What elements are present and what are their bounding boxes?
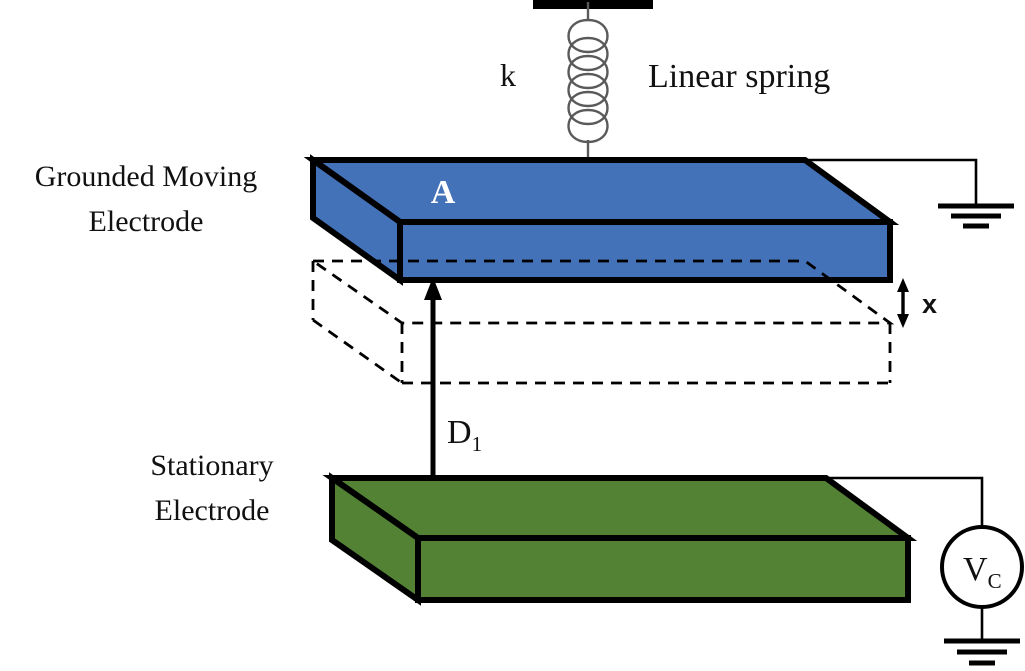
- stationary-electrode-top-face: [322, 475, 918, 541]
- ground-symbol-bottom: [944, 638, 1020, 666]
- stationary-electrode-label-line1: Stationary: [150, 449, 273, 482]
- stationary-electrode-source-wire: [826, 476, 984, 527]
- moving-electrode-label-line2: Electrode: [89, 205, 204, 238]
- voltage-source-label: VC: [963, 551, 1002, 593]
- moving-electrode-top-face: [303, 157, 900, 225]
- gap-subscript: 1: [472, 432, 483, 456]
- gap-symbol: D: [447, 414, 472, 451]
- spring-name-label: Linear spring: [648, 58, 830, 95]
- voltage-subscript: C: [988, 569, 1002, 593]
- moving-electrode-ground-wire: [805, 158, 978, 206]
- dashed-undeflected-outline: [308, 259, 895, 385]
- displacement-label: x: [922, 289, 937, 319]
- moving-electrode-front-face: [397, 219, 893, 283]
- ground-symbol-top: [938, 203, 1014, 229]
- fixed-support-bar: [533, 0, 653, 9]
- stationary-electrode-front-face: [415, 535, 911, 603]
- voltage-symbol: V: [963, 551, 988, 588]
- gap-label: D1: [447, 414, 482, 456]
- circle-voltage-source: VC: [940, 525, 1024, 641]
- helical-spring: [567, 2, 609, 162]
- blue-moving-electrode: [303, 154, 900, 286]
- moving-electrode-label-line1: Grounded Moving: [35, 160, 257, 193]
- stationary-electrode-label-line2: Electrode: [155, 494, 270, 527]
- green-stationary-electrode: [322, 472, 918, 606]
- spring-constant-label: k: [500, 57, 516, 93]
- displacement-dimension: [897, 278, 909, 328]
- plate-area-label: A: [431, 174, 456, 211]
